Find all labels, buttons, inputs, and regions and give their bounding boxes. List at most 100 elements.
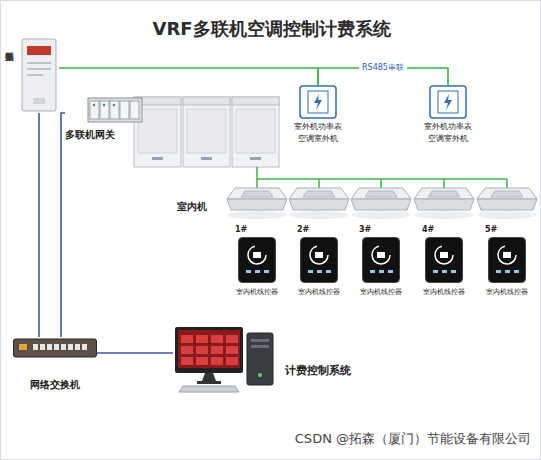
- device-illustration: [87, 97, 143, 127]
- decor-shape: [183, 97, 230, 105]
- decor-shape: [442, 270, 447, 273]
- decor-shape: [197, 381, 221, 384]
- decor-shape: [40, 344, 45, 350]
- indoor-drop-wire: [443, 179, 445, 188]
- decor-shape: [93, 104, 95, 106]
- decor-shape: [27, 46, 51, 55]
- decor-shape: [451, 270, 456, 273]
- decor-shape: [253, 252, 261, 258]
- decor-shape: [433, 270, 438, 273]
- decor-shape: [181, 357, 193, 365]
- vrf-gateway: 多联机网关: [65, 97, 147, 145]
- decor-shape: [379, 270, 384, 273]
- decor-shape: [251, 339, 269, 342]
- indoor-drop-wire: [506, 179, 508, 188]
- decor-shape: [514, 270, 519, 273]
- wired-controller: 2#室内机线控器: [289, 225, 349, 303]
- decor-shape: [388, 270, 393, 273]
- decor-shape: [27, 62, 51, 64]
- decor-shape: [232, 97, 279, 105]
- decor-shape: [314, 94, 322, 110]
- connector-label: RS485串联: [359, 63, 407, 72]
- device-illustration: [425, 237, 463, 287]
- decor-shape: [226, 335, 238, 343]
- node-label: 室外机功率表: [285, 123, 351, 132]
- decor-shape: [310, 246, 328, 264]
- indoor-unit-body: [414, 188, 474, 199]
- decor-shape: [255, 270, 260, 273]
- decor-shape: [247, 333, 273, 385]
- decor-shape: [14, 339, 97, 357]
- decor-shape: [196, 346, 208, 354]
- node-sublabel: 室内机线控器: [477, 289, 537, 296]
- decor-shape: [429, 85, 467, 119]
- decor-shape: [181, 335, 193, 343]
- node-label: 3#: [359, 225, 371, 234]
- decor-shape: [181, 346, 193, 354]
- decor-shape: [248, 246, 266, 264]
- decor-shape: [498, 246, 516, 264]
- indoor-shadow: [289, 211, 349, 219]
- indoor-unit-panel: [227, 199, 287, 210]
- device-illustration: [300, 237, 338, 287]
- decor-shape: [232, 97, 279, 167]
- node-sublabel: 室内机线控器: [414, 289, 474, 296]
- indoor-unit-body: [289, 188, 349, 199]
- decor-shape: [258, 373, 262, 377]
- decor-shape: [372, 246, 390, 264]
- indoor-shadow: [351, 211, 411, 219]
- decor-shape: [82, 344, 87, 350]
- indoor-unit-body: [351, 188, 411, 199]
- decor-shape: [326, 270, 331, 273]
- decor-shape: [226, 346, 238, 354]
- network-switch: 网络交换机: [13, 337, 97, 395]
- decor-shape: [236, 109, 275, 153]
- wired-controller: 5#室内机线控器: [477, 225, 537, 303]
- decor-shape: [22, 39, 56, 111]
- outdoor-unit: [232, 97, 279, 167]
- node-label: 4#: [422, 225, 434, 234]
- decor-shape: [435, 246, 453, 264]
- decor-shape: [430, 86, 466, 118]
- data-collector: 数据采集器: [5, 37, 59, 113]
- outdoor-unit: [183, 97, 230, 167]
- indoor-unit-group: [227, 179, 537, 219]
- decor-shape: [152, 157, 163, 160]
- decor-shape: [13, 337, 97, 359]
- node-label: 室外机功率表: [415, 123, 481, 132]
- decor-shape: [211, 346, 223, 354]
- device-illustration: [238, 237, 276, 287]
- indoor-unit-grille: [303, 191, 335, 197]
- group-label: 室内机: [177, 201, 207, 213]
- decor-shape: [196, 335, 208, 343]
- device-illustration: [13, 337, 97, 363]
- decor-shape: [496, 270, 501, 273]
- decor-shape: [178, 330, 240, 368]
- decor-shape: [19, 344, 27, 350]
- node-sublabel: 空调室外机: [285, 135, 351, 144]
- decor-shape: [363, 238, 400, 283]
- decor-shape: [113, 104, 115, 106]
- decor-shape: [75, 344, 80, 350]
- decor-shape: [88, 98, 142, 122]
- indoor-unit-panel: [414, 199, 474, 210]
- decor-shape: [100, 101, 109, 119]
- node-label: 多联机网关: [65, 129, 115, 141]
- wired-controller: 4# 室内机线控器: [414, 225, 474, 303]
- decor-shape: [315, 252, 323, 258]
- node-sublabel: 室内机线控器: [227, 289, 287, 296]
- decor-shape: [251, 345, 269, 348]
- watermark: CSDN @拓森（厦门）节能设备有限公司: [181, 432, 531, 447]
- decor-shape: [246, 270, 251, 273]
- decor-shape: [183, 97, 230, 167]
- node-sublabel: 空调室外机: [415, 135, 481, 144]
- indoor-drop-wire: [380, 179, 382, 188]
- decor-shape: [90, 101, 99, 119]
- indoor-unit-grille: [491, 191, 523, 197]
- decor-shape: [238, 237, 276, 283]
- decor-shape: [317, 270, 322, 273]
- power-meter: 室外机功率表空调室外机: [285, 85, 351, 151]
- indoor-unit-grille: [428, 191, 460, 197]
- decor-shape: [250, 157, 261, 160]
- wired-controller: 3#室内机线控器: [351, 225, 411, 303]
